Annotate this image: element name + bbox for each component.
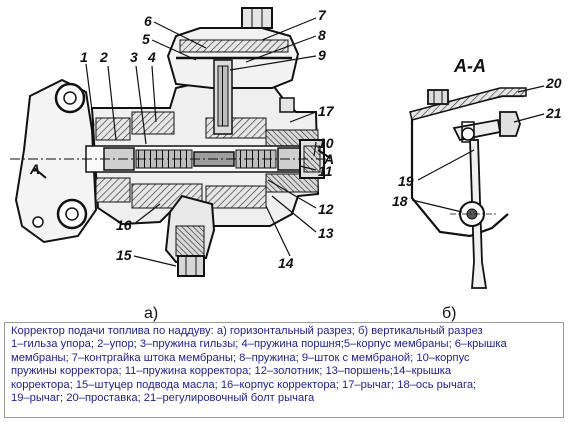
caption-line: 19–рычаг; 20–проставка; 21–регулировочны… [11, 392, 315, 405]
callout-20: 20 [545, 75, 562, 91]
callout-10: 10 [318, 135, 334, 151]
callout-13: 13 [318, 225, 334, 241]
callout-18: 18 [392, 193, 408, 209]
sublabel-b: б) [442, 305, 457, 322]
callout-17: 17 [318, 103, 335, 119]
callout-7: 7 [318, 7, 327, 23]
callout-16: 16 [116, 217, 132, 233]
caption-line: 1–гильза упора; 2–упор; 3–пружина гильзы… [11, 338, 507, 351]
section-title: А-А [453, 56, 486, 76]
caption-line: Корректор подачи топлива по наддуву: а) … [11, 325, 483, 337]
callout-9: 9 [318, 47, 326, 63]
callout-21: 21 [545, 105, 562, 121]
callout-19: 19 [398, 173, 414, 189]
callout-11: 11 [318, 163, 333, 179]
caption-line: мембраны; 7–контргайка штока мембраны; 8… [11, 351, 470, 364]
callout-5: 5 [142, 31, 150, 47]
callout-3: 3 [130, 49, 138, 65]
callout-14: 14 [278, 255, 294, 271]
callout-8: 8 [318, 27, 326, 43]
callout-15: 15 [116, 247, 132, 263]
cut-mark-right: А [323, 151, 334, 167]
callout-2: 2 [99, 49, 108, 65]
callout-12: 12 [318, 201, 334, 217]
caption-line: пружины корректора; 11–пружина корректор… [11, 365, 452, 378]
callout-4: 4 [147, 49, 156, 65]
corrector-drawing: А А 1 2 3 4 5 6 7 8 9 17 10 11 [10, 7, 562, 322]
sublabel-a: а) [144, 305, 158, 322]
view-b-vertical-section [409, 85, 545, 289]
cut-mark-left: А [29, 161, 40, 177]
callout-6: 6 [144, 13, 152, 29]
callout-1: 1 [80, 49, 88, 65]
caption-line: корректора; 15–штуцер подвода масла; 16–… [11, 378, 477, 391]
view-a-horizontal-section: А А [10, 7, 334, 277]
figure-caption: Корректор подачи топлива по наддуву: а) … [4, 322, 564, 418]
